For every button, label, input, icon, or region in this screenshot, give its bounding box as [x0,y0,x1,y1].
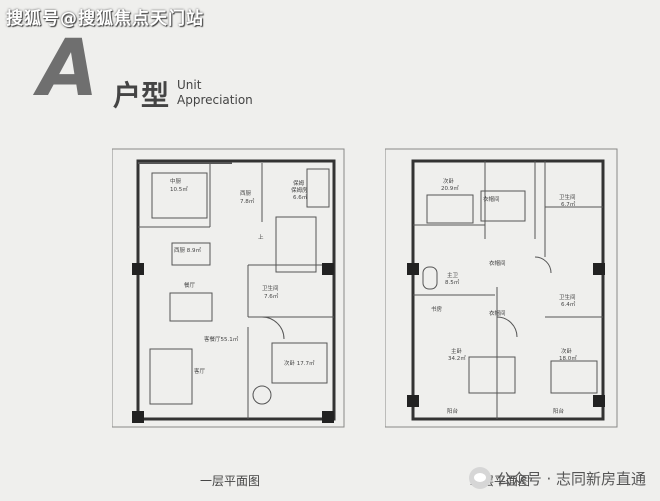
f2-balcony2: 阳台 [553,407,565,415]
unit-letter: A [38,24,99,114]
unit-subtitle: Unit Appreciation [177,78,253,108]
f1-western-kitchen: 西厨 8.9㎡ [174,246,201,254]
f2-bed2-name: 次卧 [561,347,573,355]
f1-up: 上 [258,233,264,241]
f1-dining: 餐厅 [184,281,196,289]
f1-maid-area: 6.6㎡ [293,193,308,201]
f2-study: 书房 [431,305,443,313]
brand-text: 公众号 · 志同新房直通 [496,469,646,488]
f2-master-name: 主卧 [451,347,463,355]
floor1-drawing: 中厨 10.5㎡ 西厨 8.9㎡ 西厨 7.8㎡ 保姆 保姆房 6.6㎡ 上 餐… [111,148,345,428]
f1-living: 客厅 [194,367,206,375]
f2-bath-b-area: 6.4㎡ [561,300,576,308]
f2-bed1-area: 20.9㎡ [441,184,459,192]
f1-living-room: 客餐厅55.1㎡ [204,335,239,343]
f2-bath-a-name: 卫生间 [559,193,576,201]
f1-bath-name: 卫生间 [262,284,279,292]
f2-bed2-area: 18.0㎡ [559,354,577,362]
unit-subtitle-line2: Appreciation [177,93,253,107]
floor1-plan: 中厨 10.5㎡ 西厨 8.9㎡ 西厨 7.8㎡ 保姆 保姆房 6.6㎡ 上 餐… [111,147,348,433]
f2-main-bath-name: 主卫 [447,271,459,279]
f2-wardrobe: 衣帽间 [489,259,506,267]
f1-second-bed: 次卧 17.7㎡ [284,359,315,367]
f2-master-area: 34.2㎡ [448,354,466,362]
watermark: 搜狐号@搜狐焦点天门站 [6,9,204,29]
f1-kitchen-area: 10.5㎡ [170,185,188,193]
f2-walkin: 衣帽间 [483,195,500,203]
f2-bath-b-name: 卫生间 [559,293,576,301]
floor2-drawing: 次卧 20.9㎡ 衣帽间 卫生间 6.7㎡ 主卫 8.5㎡ 衣帽间 卫生间 6.… [384,148,618,428]
f2-main-bath-area: 8.5㎡ [445,278,460,286]
f1-kitchen-name: 中厨 [170,177,182,185]
f1-bath-area: 7.6㎡ [264,292,279,300]
unit-subtitle-line1: Unit [177,78,202,92]
wechat-icon [468,467,491,489]
f2-balcony1: 阳台 [447,407,459,415]
f2-bath-a-area: 6.7㎡ [561,200,576,208]
floor2-plan: 次卧 20.9㎡ 衣帽间 卫生间 6.7㎡ 主卫 8.5㎡ 衣帽间 卫生间 6.… [384,147,621,433]
f2-bed1-name: 次卧 [443,177,455,185]
floor1-caption: 一层平面图 [200,474,261,488]
unit-title: 户型 [113,79,170,112]
f1-pantry-area: 7.8㎡ [240,197,255,205]
f2-closet: 衣帽间 [489,309,506,317]
f1-maid-name: 保姆 [293,179,305,187]
f1-maid-sub: 保姆房 [291,186,308,194]
brand-footer: 公众号 · 志同新房直通 [468,467,646,489]
f1-pantry-name: 西厨 [240,190,252,197]
